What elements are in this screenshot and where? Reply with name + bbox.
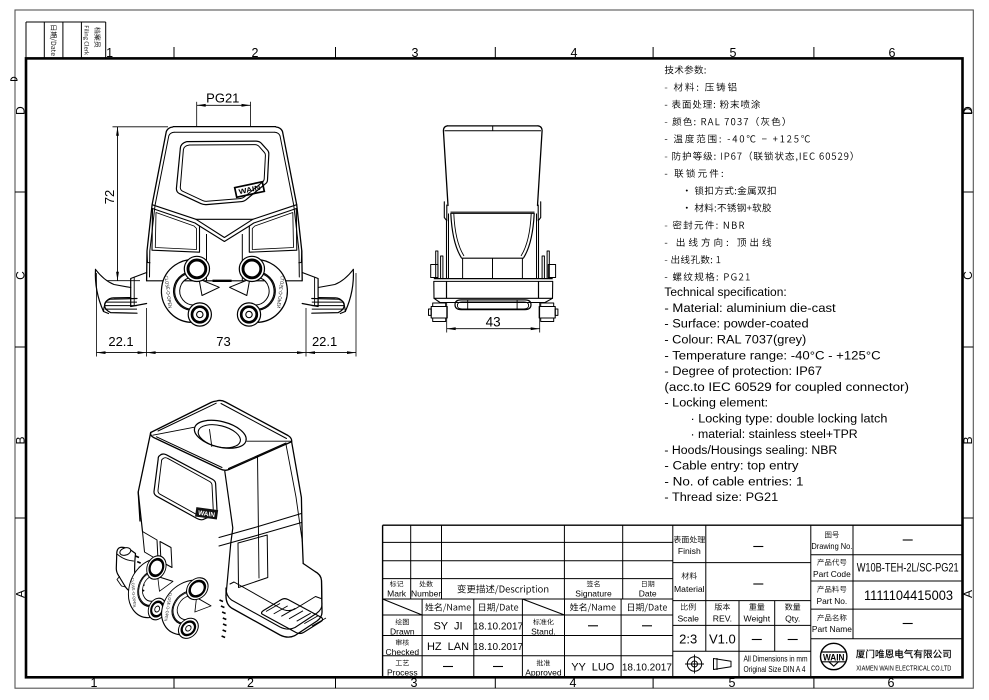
svg-text:- Locking element:: - Locking element: [664, 396, 768, 410]
svg-text:Drawn: Drawn [390, 627, 415, 637]
svg-text:Checked: Checked [386, 647, 420, 657]
svg-text:(acc.to IEC 60529 for coupled: (acc.to IEC 60529 for coupled connector) [664, 380, 909, 394]
svg-text:Date: Date [639, 589, 657, 599]
svg-text:72: 72 [102, 190, 117, 204]
svg-text:1: 1 [106, 46, 113, 60]
svg-text:2:3: 2:3 [679, 632, 697, 647]
svg-text:5: 5 [729, 676, 736, 690]
svg-text:Stand.: Stand. [531, 627, 556, 637]
svg-text:Number: Number [411, 589, 441, 599]
svg-text:6: 6 [889, 46, 896, 60]
svg-text:73: 73 [216, 334, 230, 349]
svg-text:1111104415003: 1111104415003 [864, 587, 953, 603]
svg-text:C: C [13, 271, 27, 280]
svg-text:Process: Process [387, 668, 418, 678]
svg-text:All Dimensions in mm: All Dimensions in mm [744, 655, 808, 664]
svg-text:C: C [961, 271, 975, 280]
svg-text:2: 2 [252, 46, 259, 60]
svg-text:B: B [961, 436, 975, 444]
svg-text:Finish: Finish [678, 546, 701, 556]
svg-text:WAIN: WAIN [823, 652, 845, 662]
svg-text:REV.: REV. [713, 614, 732, 624]
svg-text:22.1: 22.1 [312, 334, 337, 349]
svg-text:- Hoods/Housings sealing: NBR: - Hoods/Housings sealing: NBR [664, 443, 837, 457]
svg-text:YY LUO: YY LUO [571, 662, 615, 674]
svg-text:6: 6 [888, 676, 895, 690]
svg-text:V1.0: V1.0 [709, 632, 736, 647]
svg-text:18.10.2017: 18.10.2017 [622, 663, 672, 674]
svg-text:- Material: aluminium die-cast: - Material: aluminium die-cast [664, 301, 836, 315]
svg-text:Weight: Weight [744, 614, 771, 624]
svg-text:- Colour: RAL 7037(grey): - Colour: RAL 7037(grey) [664, 333, 806, 347]
svg-text:43: 43 [486, 314, 501, 329]
svg-text:Material: Material [674, 584, 705, 594]
svg-text:- Temperature range: -40°C - +: - Temperature range: -40°C - +125°C [664, 348, 880, 362]
svg-text:B: B [13, 436, 27, 444]
svg-text:1: 1 [91, 676, 98, 690]
svg-text:WAIN: WAIN [198, 510, 216, 519]
svg-text:Mark: Mark [387, 589, 407, 599]
svg-text:3: 3 [412, 46, 419, 60]
svg-text:- No. of cable entries: 1: - No. of cable entries: 1 [664, 474, 803, 488]
svg-text:W10B-TEH-2L/SC-PG21: W10B-TEH-2L/SC-PG21 [857, 563, 959, 575]
svg-text:4: 4 [571, 46, 578, 60]
svg-text:- Degree of protection: IP67: - Degree of protection: IP67 [664, 364, 822, 378]
svg-text:· Locking type: double locking: · Locking type: double locking latch [691, 411, 888, 425]
svg-text:Original Size DIN A 4: Original Size DIN A 4 [744, 665, 806, 674]
svg-text:- Cable entry: top entry: - Cable entry: top entry [664, 459, 799, 473]
svg-text:Scale: Scale [677, 614, 699, 624]
svg-text:WAIN: WAIN [238, 185, 261, 196]
svg-text:22.1: 22.1 [108, 334, 133, 349]
svg-text:- Surface: powder-coated: - Surface: powder-coated [664, 317, 808, 331]
svg-text:Part Code: Part Code [813, 569, 851, 579]
svg-text:Drawing No.: Drawing No. [811, 541, 852, 551]
svg-text:A: A [13, 590, 27, 598]
svg-text:SY JI: SY JI [433, 621, 462, 633]
svg-text:18.10.2017: 18.10.2017 [473, 642, 523, 653]
svg-text:HZ LAN: HZ LAN [427, 641, 469, 653]
svg-text:2: 2 [247, 676, 254, 690]
svg-text:Technical specification:: Technical specification: [664, 285, 786, 299]
svg-text:· material: stainless steel+TP: · material: stainless steel+TPR [691, 427, 858, 441]
svg-text:Approved: Approved [525, 668, 562, 678]
svg-text:Part Name: Part Name [812, 624, 852, 634]
svg-text:Qty.: Qty. [785, 614, 800, 624]
svg-text:4: 4 [570, 676, 577, 690]
svg-text:Part No.: Part No. [817, 596, 848, 606]
svg-text:PG21: PG21 [206, 91, 239, 106]
svg-text:D: D [961, 106, 975, 115]
svg-text:XIAMEN WAIN ELECTRICAL CO.LTD: XIAMEN WAIN ELECTRICAL CO.LTD [856, 664, 951, 673]
svg-text:- Thread size: PG21: - Thread size: PG21 [664, 490, 778, 504]
svg-text:A: A [961, 590, 975, 598]
svg-text:Signature: Signature [575, 589, 612, 599]
svg-text:3: 3 [411, 676, 418, 690]
svg-text:18.10.2017: 18.10.2017 [473, 622, 523, 633]
svg-text:5: 5 [730, 46, 737, 60]
svg-text:D: D [13, 106, 27, 115]
